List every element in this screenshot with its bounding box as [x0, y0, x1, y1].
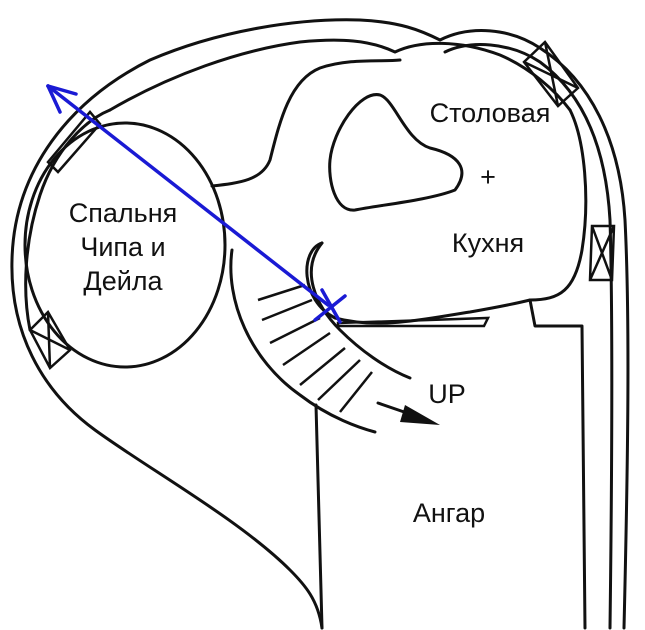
dining-kitchen-upper	[528, 108, 588, 302]
bedroom-label-line3: Дейла	[83, 266, 163, 296]
stairs-up-arrow	[376, 401, 440, 425]
dining-island	[328, 93, 464, 212]
upper-corridor-wall	[108, 38, 572, 112]
plus-label: +	[480, 162, 496, 192]
stair-tread	[282, 331, 331, 367]
stair-tread	[339, 371, 373, 413]
stair-tread	[257, 283, 306, 302]
stairs-up-label: UP	[428, 379, 466, 409]
hangar-label: Ангар	[413, 498, 485, 528]
hangar-left-wall	[314, 403, 324, 630]
stair-tread	[317, 359, 361, 401]
dining-label: Столовая	[430, 98, 551, 128]
stair-tread	[261, 298, 313, 322]
stairs-inner-wall	[309, 241, 412, 380]
window-icon	[28, 309, 72, 371]
stair-tread	[299, 347, 346, 386]
stair-treads	[257, 283, 373, 413]
kitchen-label: Кухня	[452, 228, 524, 258]
blue-marker	[46, 84, 347, 324]
inner-wall-right	[443, 43, 614, 630]
bedroom-wall	[23, 121, 227, 369]
outer-wall	[10, 18, 630, 630]
counter-wedge	[336, 316, 491, 328]
window-icon	[522, 40, 580, 108]
stairs-outer-wall	[229, 248, 377, 434]
stair-tread	[269, 316, 321, 345]
bedroom-label-line2: Чипа и	[80, 232, 165, 262]
corridor-lower-wall	[210, 58, 402, 188]
window-icon	[588, 224, 616, 282]
dining-kitchen-wall	[305, 241, 587, 630]
window-icon	[46, 110, 102, 174]
bedroom-label-line1: Спальня	[69, 198, 178, 228]
inner-wall-left	[24, 108, 112, 332]
